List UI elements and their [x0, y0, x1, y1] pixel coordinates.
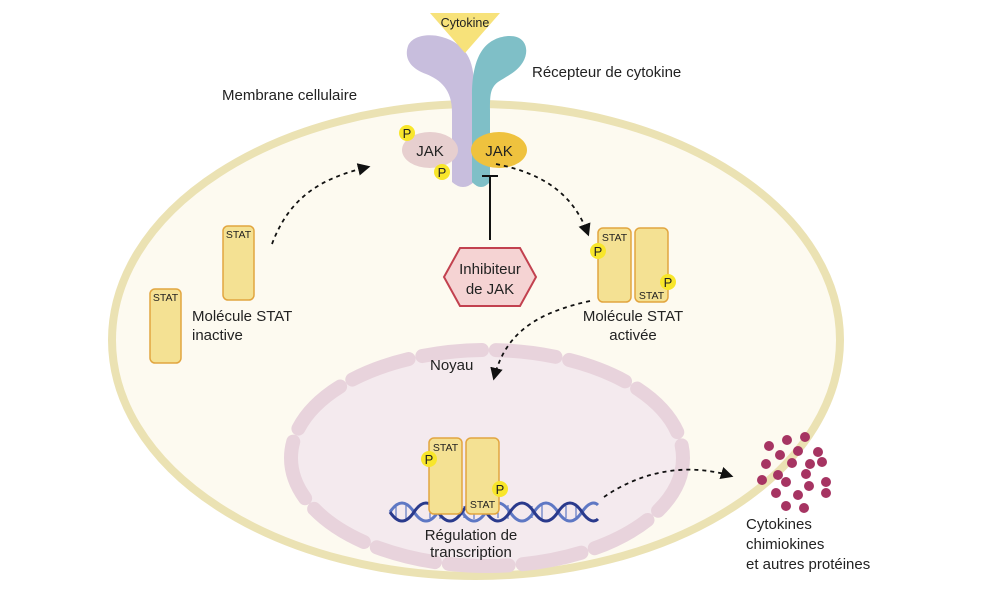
stat-inactive-caption-line1: Molécule STAT [192, 308, 292, 325]
dna-strand-dark [388, 501, 600, 523]
stat-nuclear-b-label: STAT [470, 499, 496, 511]
secreted-products [757, 432, 831, 513]
jak-inhibitor [442, 247, 538, 307]
stat-active-caption-line1: Molécule STAT [583, 308, 683, 325]
phosphate-jak-bottom-label: P [438, 165, 447, 180]
phosphate-stat-active-b-label: P [664, 275, 673, 290]
arrow-jak-to-stat [495, 163, 591, 237]
nucleus-envelope [284, 343, 690, 573]
jak-left-label: JAK [416, 143, 444, 160]
stat-inactive-1 [222, 225, 255, 301]
phosphate-stat-active-a-label: P [594, 244, 603, 259]
jak-left [402, 132, 458, 168]
stat-active-b [634, 227, 669, 303]
phosphate-stat-active-b [660, 274, 676, 290]
products-label-line3: et autres protéines [746, 556, 870, 573]
stat-nuclear-a-label: STAT [433, 442, 459, 454]
receptor-label: Récepteur de cytokine [532, 64, 681, 81]
cytokine-ligand [430, 13, 500, 53]
phosphate-jak-top-label: P [403, 126, 412, 141]
phosphate-jak-bottom [434, 164, 450, 180]
stat-inactive-2-label: STAT [153, 292, 179, 304]
phosphate-stat-active-a [590, 243, 606, 259]
stat-nuclear-b [465, 437, 500, 515]
jak-right-label: JAK [485, 143, 513, 160]
products-label-line1: Cytokines [746, 516, 812, 533]
phosphate-stat-nuclear-a-label: P [425, 452, 434, 467]
stat-inactive-2 [149, 288, 182, 364]
products-label-line2: chimiokines [746, 536, 824, 553]
stat-active-a-label: STAT [602, 232, 628, 244]
arrow-stat-to-jak [271, 163, 371, 245]
nucleus-label: Noyau [430, 357, 473, 374]
arrow-dna-to-products [603, 466, 734, 498]
phosphate-stat-nuclear-b-label: P [496, 482, 505, 497]
stat-inactive-caption-line2: inactive [192, 327, 243, 344]
stat-active-a [597, 227, 632, 303]
stat-inactive-1-label: STAT [226, 229, 252, 241]
transcription-label-line2: transcription [430, 544, 512, 561]
inhibitor-label-line1: Inhibiteur [459, 261, 521, 278]
membrane-label: Membrane cellulaire [222, 87, 357, 104]
phosphate-stat-nuclear-b [492, 481, 508, 497]
phosphate-stat-nuclear-a [421, 451, 437, 467]
cytokine-label: Cytokine [441, 16, 490, 30]
inhibitor-label-line2: de JAK [466, 281, 514, 298]
arrow-stat-to-nucleus [490, 300, 591, 381]
stat-active-caption-line2: activée [609, 327, 657, 344]
jak-right [471, 132, 527, 168]
stat-nuclear-a [428, 437, 463, 515]
phosphate-jak-top [399, 125, 415, 141]
transcription-label-line1: Régulation de [425, 527, 518, 544]
stat-active-b-label: STAT [639, 290, 665, 302]
